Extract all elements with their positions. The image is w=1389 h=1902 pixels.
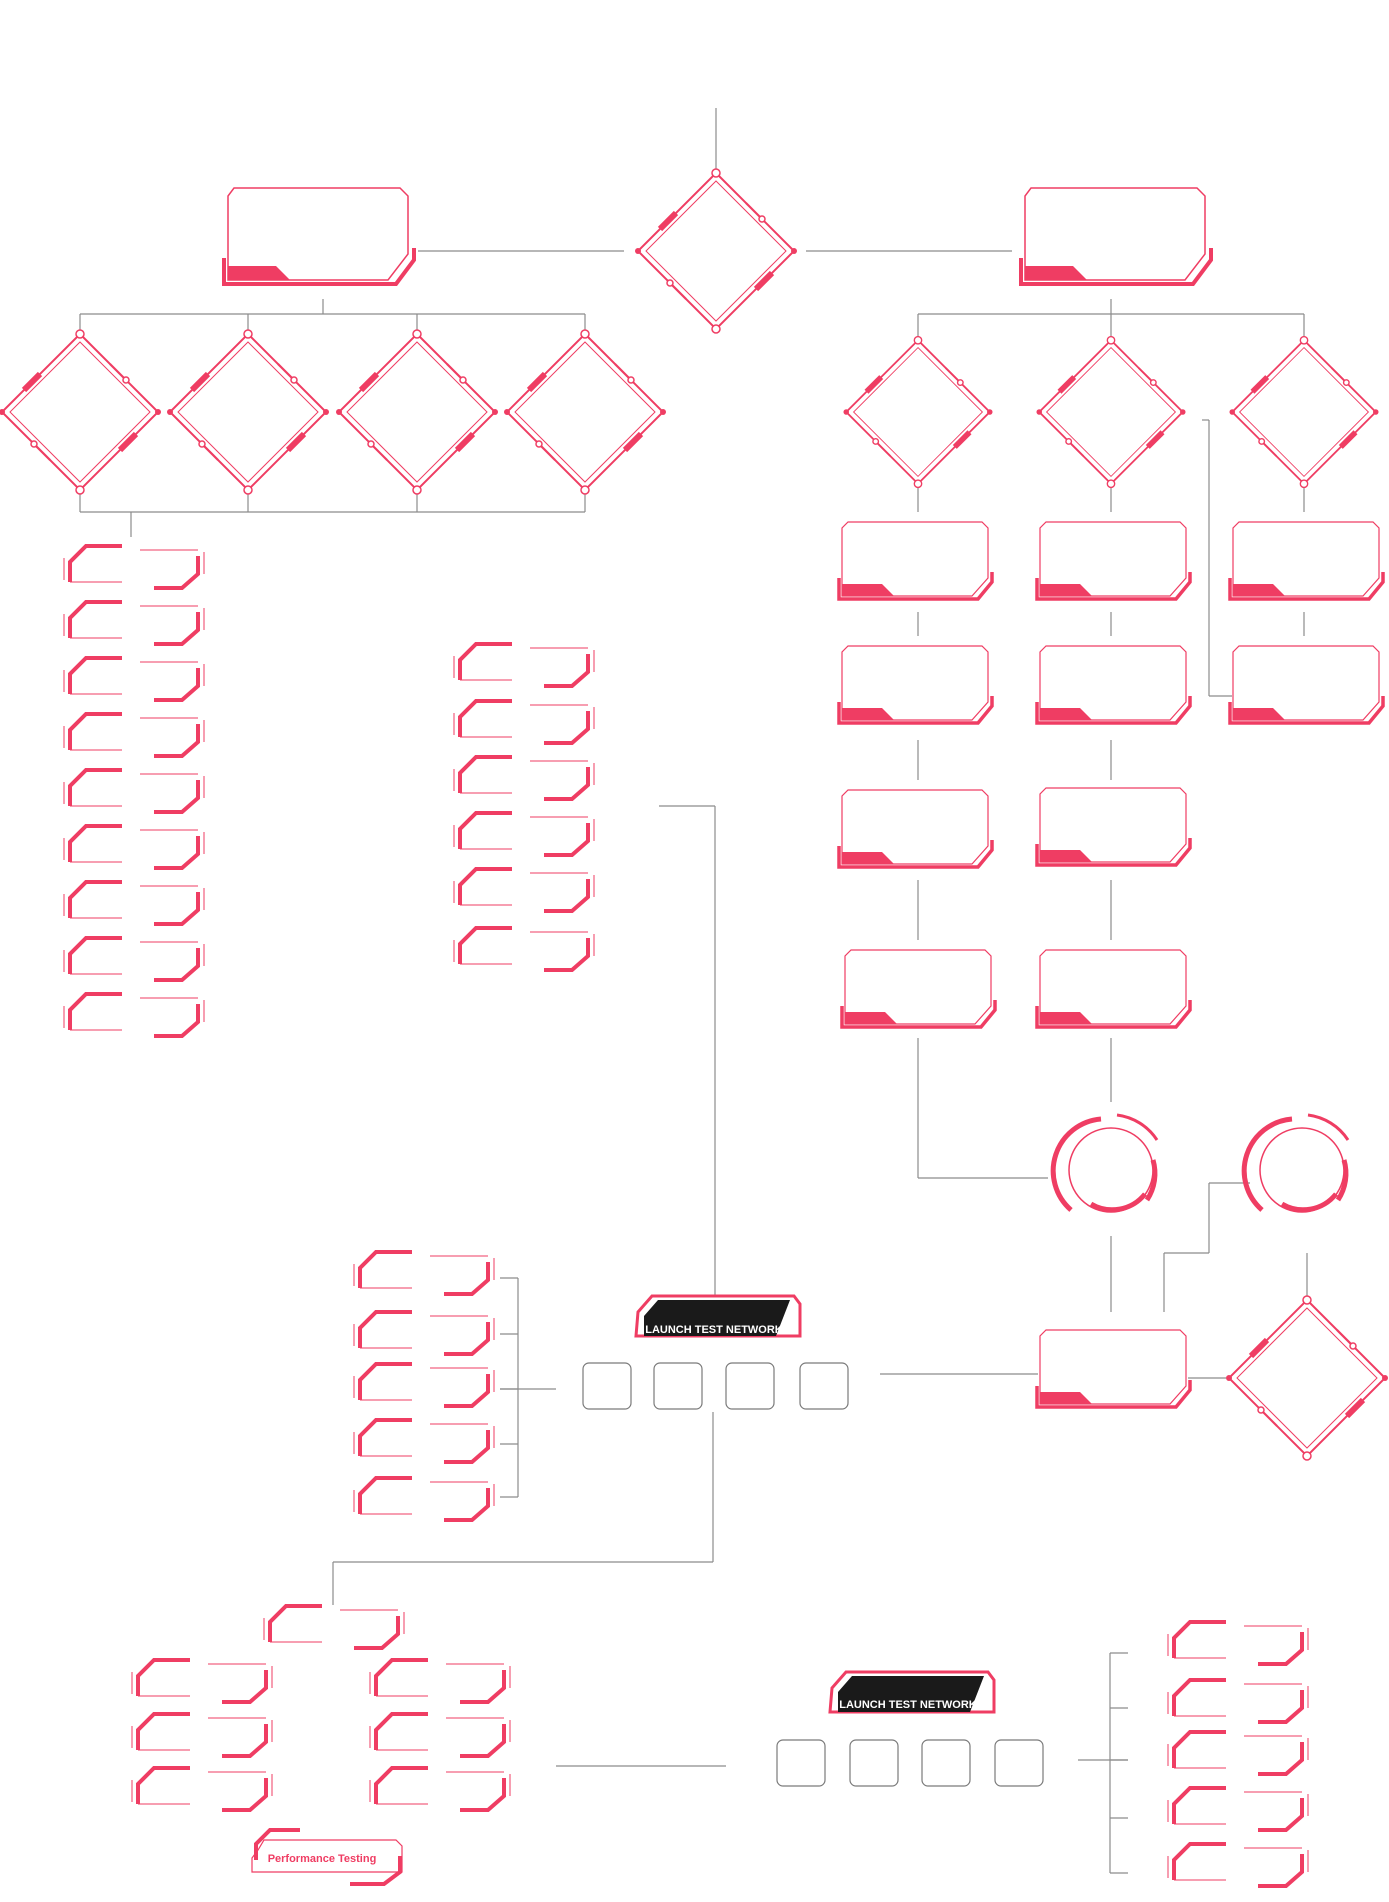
list-item <box>62 992 206 1038</box>
middle-left-item-list <box>352 1250 496 1522</box>
list-item <box>62 600 206 646</box>
center-item-list <box>452 642 596 972</box>
list-item <box>452 699 596 745</box>
right-diamond-node-1 <box>843 337 992 488</box>
bottom-right-item-list <box>1166 1620 1310 1888</box>
left-diamond-node-3 <box>336 330 498 494</box>
list-item <box>130 1766 274 1812</box>
launch-network-bottom: LAUNCH TEST NETWORK <box>776 1670 1044 1787</box>
right-card-2-2 <box>1035 644 1192 725</box>
ring-node-2 <box>1244 1115 1348 1212</box>
right-diamond-node-3 <box>1229 337 1378 488</box>
list-item <box>352 1250 496 1296</box>
list-item <box>62 544 206 590</box>
network-box <box>994 1739 1044 1787</box>
network-box <box>582 1362 632 1410</box>
right-card-3-2 <box>1228 644 1385 725</box>
right-diamond-node-2 <box>1036 337 1185 488</box>
list-item <box>452 926 596 972</box>
list-item <box>62 712 206 758</box>
list-item <box>368 1712 512 1758</box>
performance-testing-label: Performance Testing <box>268 1853 377 1865</box>
network-box <box>849 1739 899 1787</box>
right-card-2-3 <box>1035 786 1192 867</box>
list-item <box>452 642 596 688</box>
list-item <box>1166 1678 1310 1724</box>
launch-badge-top-label: LAUNCH TEST NETWORK <box>645 1324 783 1336</box>
right-main-card <box>1019 186 1213 286</box>
right-card-3-1 <box>1228 520 1385 601</box>
list-item <box>62 880 206 926</box>
connector-lines <box>79 108 1308 1874</box>
right-lower-diamond-node <box>1226 1296 1388 1460</box>
list-item <box>452 867 596 913</box>
list-item <box>352 1418 496 1464</box>
right-card-2-4 <box>1035 948 1192 1029</box>
list-item <box>1166 1620 1310 1666</box>
list-item <box>1166 1842 1310 1888</box>
list-item <box>62 656 206 702</box>
list-item <box>452 755 596 801</box>
left-diamond-node-1 <box>0 330 161 494</box>
list-item <box>1166 1786 1310 1832</box>
ring-node-1 <box>1053 1115 1157 1212</box>
launch-network-top: LAUNCH TEST NETWORK <box>582 1294 849 1410</box>
list-item <box>62 936 206 982</box>
list-item <box>62 768 206 814</box>
list-item <box>352 1362 496 1408</box>
right-lower-card <box>1035 1328 1192 1409</box>
root-diamond-node <box>635 169 797 333</box>
list-item <box>368 1766 512 1812</box>
list-item <box>352 1476 496 1522</box>
left-main-card <box>222 186 416 286</box>
network-box <box>921 1739 971 1787</box>
list-item <box>130 1658 274 1704</box>
network-box <box>653 1362 703 1410</box>
bottom-left-cluster: Performance Testing <box>130 1604 512 1886</box>
list-item <box>1166 1730 1310 1776</box>
network-box <box>725 1362 775 1410</box>
list-item <box>452 811 596 857</box>
list-item <box>368 1658 512 1704</box>
right-card-1-3 <box>837 788 994 869</box>
list-item <box>262 1604 406 1650</box>
left-diamond-node-2 <box>167 330 329 494</box>
right-card-2-1 <box>1035 520 1192 601</box>
right-card-1-2 <box>837 644 994 725</box>
network-box <box>776 1739 826 1787</box>
right-card-1-1 <box>837 520 994 601</box>
launch-badge-bottom-label: LAUNCH TEST NETWORK <box>839 1699 977 1711</box>
left-diamond-node-4 <box>504 330 666 494</box>
left-item-list <box>62 544 206 1038</box>
list-item <box>130 1712 274 1758</box>
network-box <box>799 1362 849 1410</box>
list-item <box>62 824 206 870</box>
list-item <box>352 1310 496 1356</box>
right-card-1-4 <box>840 948 997 1029</box>
